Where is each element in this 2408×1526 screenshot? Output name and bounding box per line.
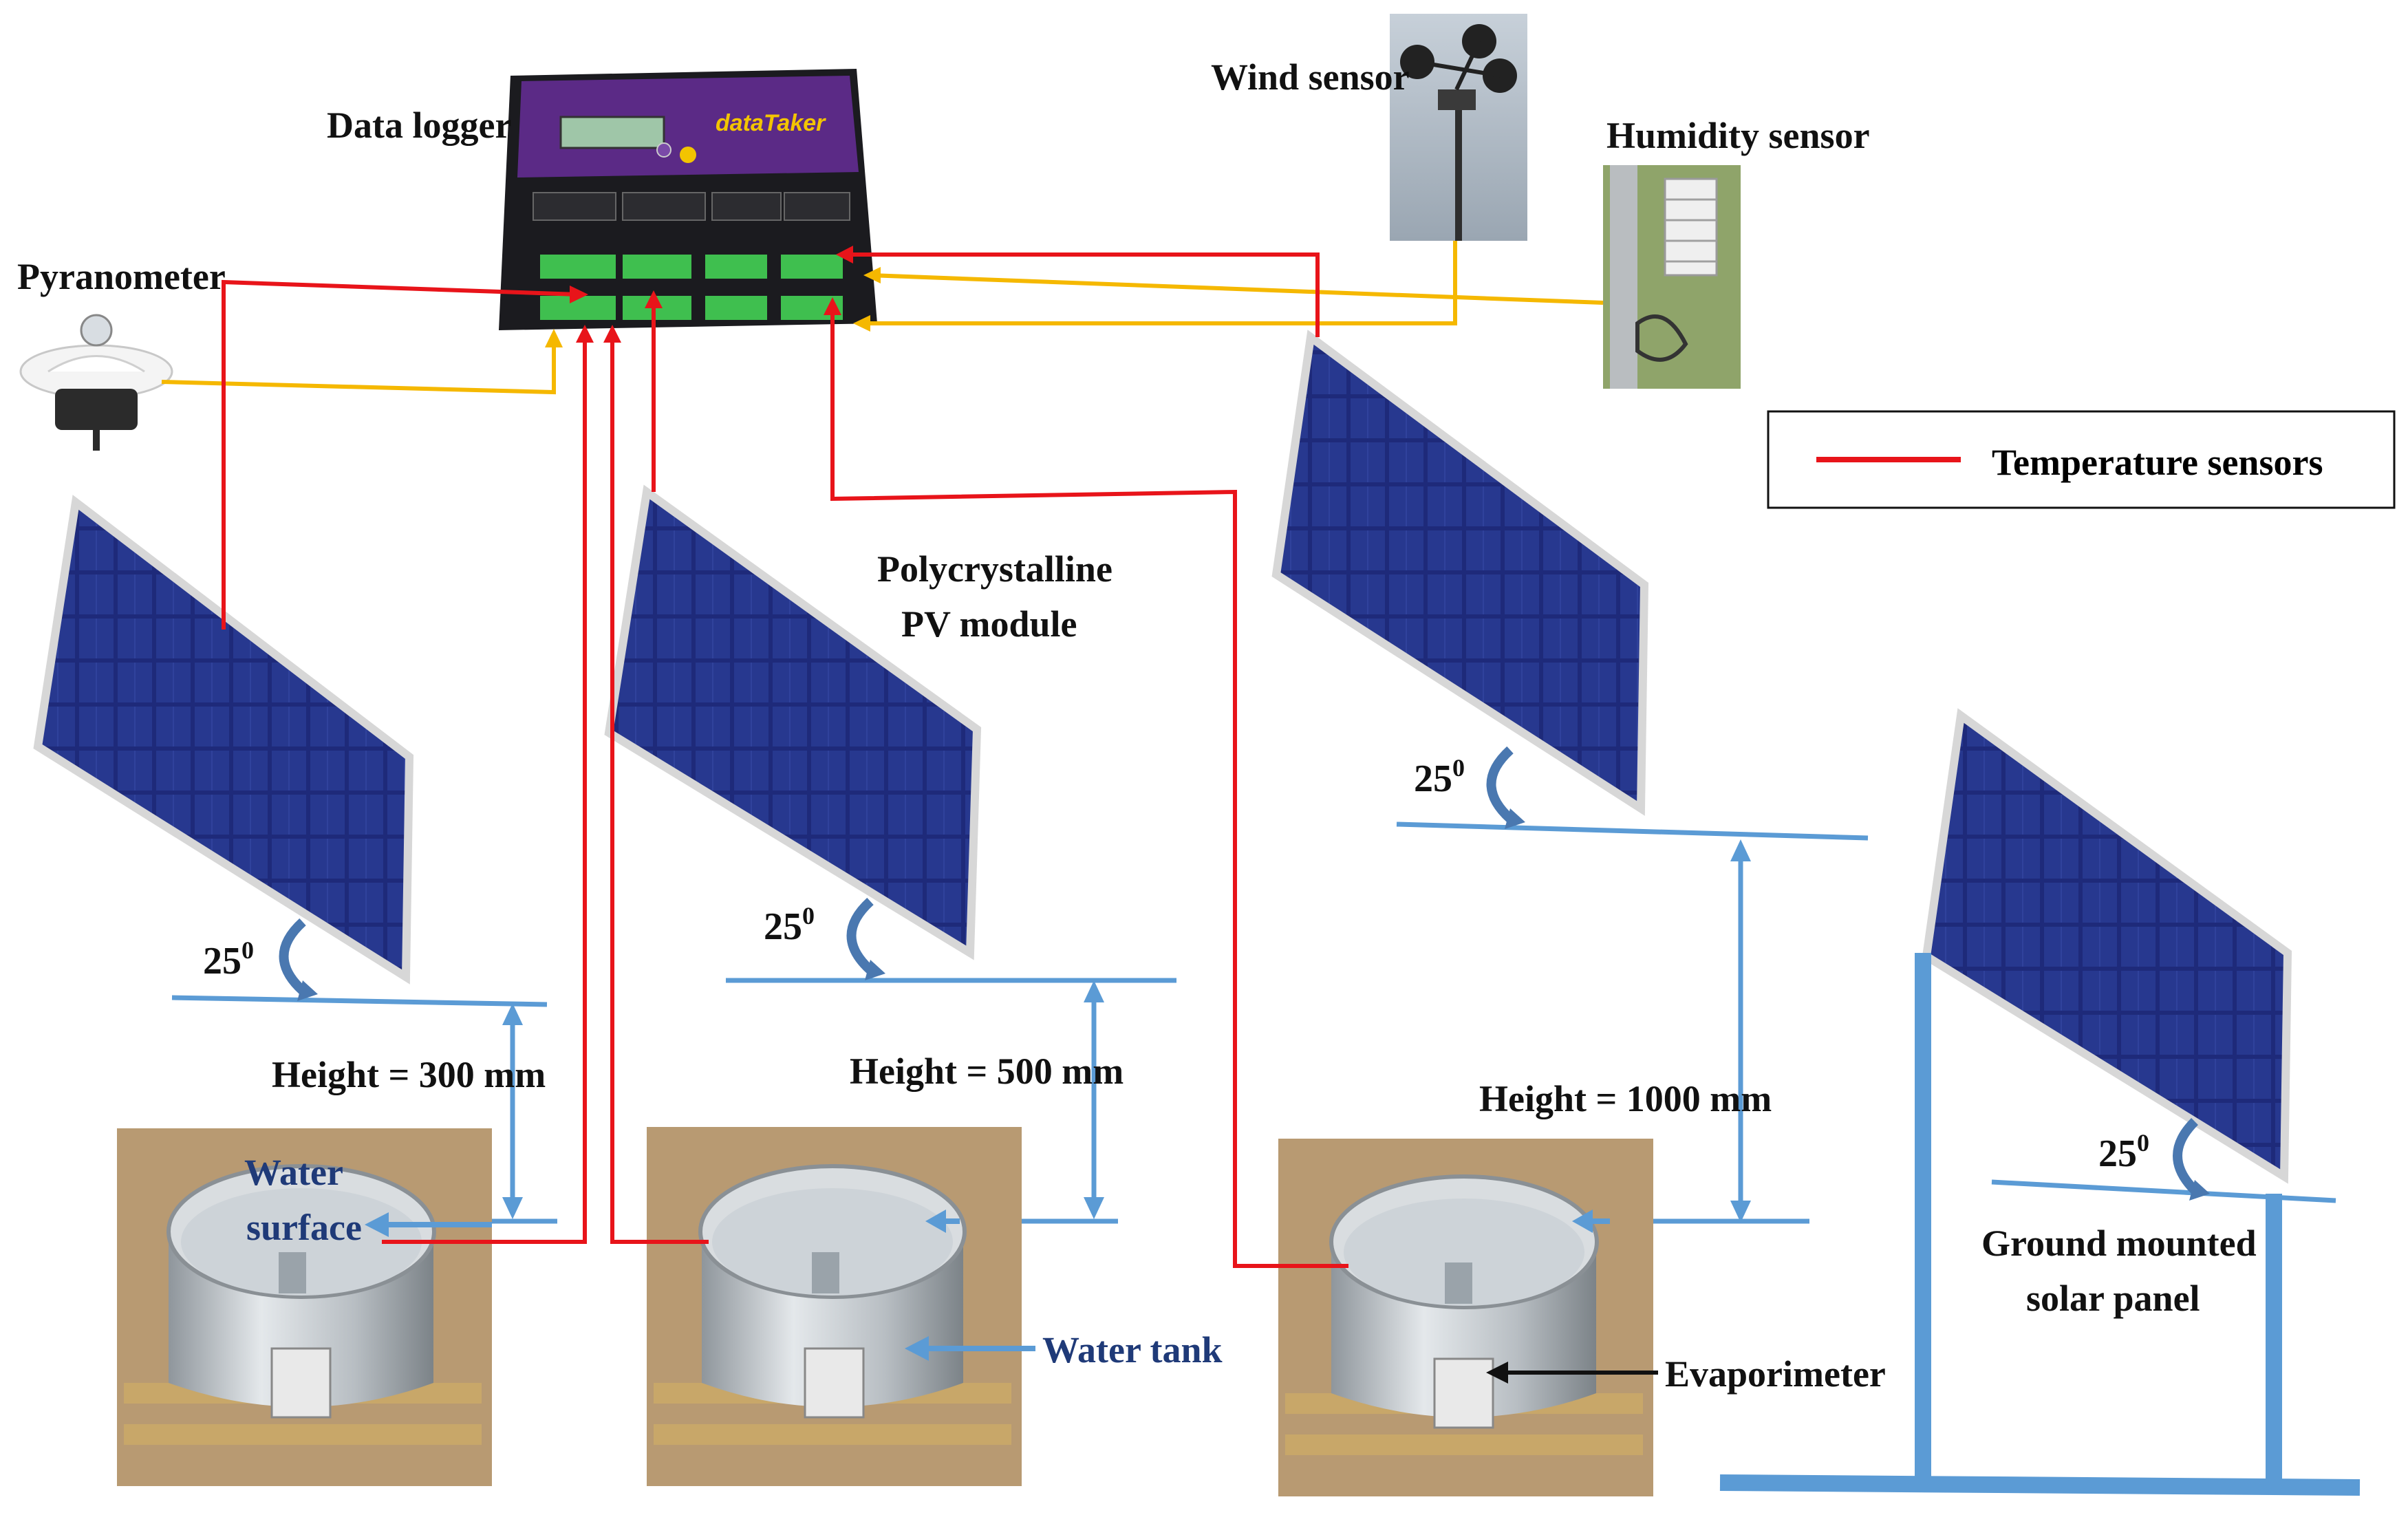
pyranometer-label: Pyranometer [17, 256, 226, 297]
wind-sensor-label: Wind sensor [1211, 56, 1410, 98]
ground-mount-frame [1719, 953, 2361, 1496]
pv-panel-500 [604, 484, 982, 960]
logger-brand: dataTaker [716, 110, 826, 136]
signal-wire-arrowheads [545, 267, 881, 347]
height-500-label: Height = 500 mm [850, 1051, 1124, 1092]
temp-wire-panel-1000 [843, 252, 1320, 337]
water-tank-label: Water tank [1042, 1329, 1223, 1371]
temp-wire-evaporimeter [830, 306, 1348, 1268]
angle-label-1000: 250 [1414, 754, 1465, 800]
wind-sensor [1390, 14, 1527, 241]
pointer-arrows [365, 1210, 1658, 1384]
signal-wires [161, 241, 1604, 395]
angle-label-300: 250 [203, 936, 254, 982]
panel-type-label-line2: PV module [901, 603, 1077, 645]
angle-marker-500: 250 [764, 897, 885, 980]
temp-wire-water-300 [382, 334, 587, 1244]
temp-wire-panel-300 [222, 279, 579, 630]
pyranometer [19, 314, 173, 451]
evaporimeter-label: Evaporimeter [1665, 1353, 1886, 1395]
ground-mounted-label-line1: Ground mounted [1981, 1223, 2257, 1264]
temperature-wire-arrowheads [570, 246, 853, 343]
data-logger: dataTaker [499, 69, 877, 330]
water-tank-500 [647, 1127, 1022, 1486]
height-arrowheads [502, 839, 1751, 1223]
wind-sensor-wire [860, 241, 1457, 325]
water-surface-label-line2: surface [246, 1207, 362, 1248]
pyranometer-wire [161, 337, 556, 395]
water-surface-label-line1: Water [244, 1152, 343, 1193]
humidity-sensor [1603, 165, 1741, 389]
humidity-sensor-label: Humidity sensor [1606, 115, 1870, 156]
evaporimeter-tank-1000 [1278, 1139, 1653, 1496]
angle-marker-300: 250 [203, 918, 318, 1001]
temp-wire-water-500 [610, 334, 709, 1244]
angle-label-ground: 250 [2098, 1129, 2149, 1175]
pv-panel-1000 [1271, 330, 1649, 816]
angle-marker-ground: 250 [2098, 1118, 2210, 1201]
data-logger-label: Data logger [327, 105, 511, 146]
height-1000-label: Height = 1000 mm [1479, 1078, 1772, 1119]
legend: Temperature sensors [1767, 410, 2396, 509]
height-300-label: Height = 300 mm [272, 1054, 546, 1095]
humidity-sensor-wire [870, 273, 1604, 305]
angle-marker-1000: 250 [1414, 746, 1525, 829]
pv-panel-ground [1922, 708, 2292, 1184]
angle-label-500: 250 [764, 902, 815, 948]
pv-panel-300 [33, 495, 414, 985]
temperature-wires [222, 252, 1348, 1268]
legend-temperature-label: Temperature sensors [1992, 442, 2323, 483]
ground-mounted-label-line2: solar panel [2026, 1278, 2200, 1319]
water-tank-300 [117, 1128, 492, 1486]
terminal-blocks [533, 192, 850, 320]
panel-type-label-line1: Polycrystalline [877, 548, 1112, 590]
